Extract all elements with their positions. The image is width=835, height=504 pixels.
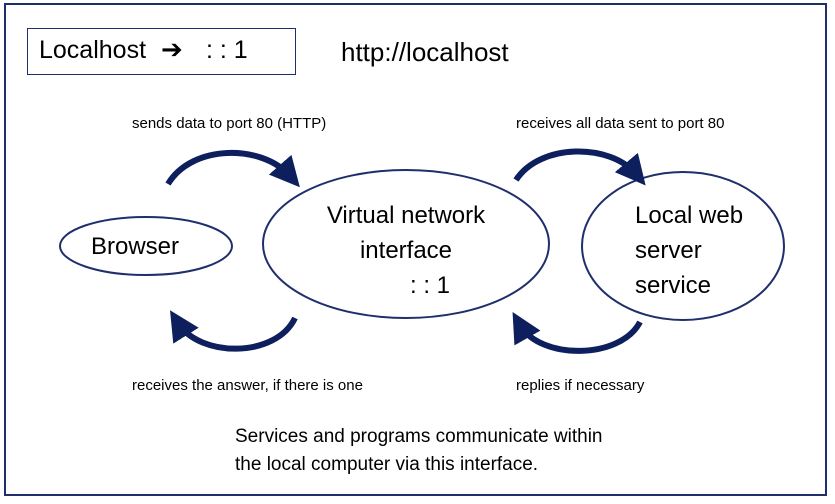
flow-label-replies: replies if necessary <box>516 377 645 394</box>
arrow-interface-to-browser <box>169 310 298 352</box>
browser-node <box>59 216 233 276</box>
local-web-server-label: Local web server service <box>635 198 743 303</box>
title-address-value: : : 1 <box>206 36 248 64</box>
arrow-server-to-interface <box>512 311 643 354</box>
virtual-interface-label: Virtual network interface : : 1 <box>296 198 516 303</box>
arrow-interface-to-server <box>513 148 646 186</box>
server-line-3: service <box>635 272 712 299</box>
flow-label-receives-answer: receives the answer, if there is one <box>132 377 363 394</box>
local-web-server-node <box>581 171 785 321</box>
server-line-2: server <box>635 237 702 264</box>
flow-label-receives-all-data: receives all data sent to port 80 <box>516 115 725 132</box>
flow-label-sends-data: sends data to port 80 (HTTP) <box>132 115 327 132</box>
caption-line-2: the local computer via this interface. <box>235 454 539 475</box>
title-box: Localhost ➔ : : 1 <box>27 28 296 75</box>
caption: Services and programs communicate within… <box>235 423 603 479</box>
server-line-1: Local web <box>635 202 744 229</box>
browser-label: Browser <box>91 233 180 260</box>
interface-line-1: Virtual network <box>326 202 486 229</box>
url-text: http://localhost <box>341 37 509 67</box>
arrow-browser-to-interface <box>165 149 300 188</box>
interface-line-2: interface <box>359 237 453 264</box>
virtual-interface-node <box>262 169 550 319</box>
title-localhost-label: Localhost <box>39 36 147 64</box>
caption-line-1: Services and programs communicate within <box>235 426 603 447</box>
interface-line-3: : : 1 <box>409 272 451 299</box>
arrow-right-icon: ➔ <box>161 34 183 64</box>
